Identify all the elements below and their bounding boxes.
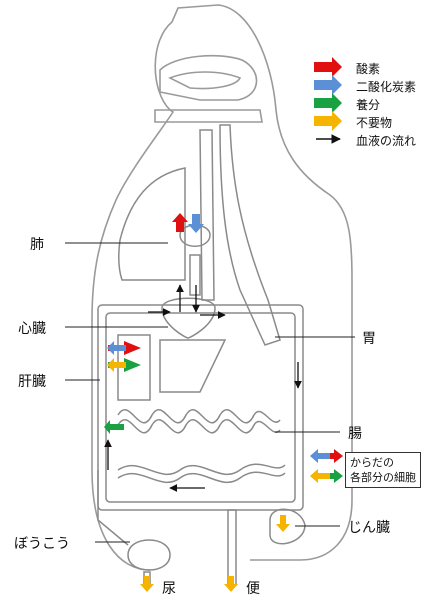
body-cells-line1: からだの <box>350 456 394 469</box>
label-bladder: ぼうこう <box>14 536 70 552</box>
label-heart: 心臓 <box>18 321 46 337</box>
legend-co2-arrow <box>314 75 342 95</box>
label-intestine: 腸 <box>348 426 362 442</box>
legend-oxygen-label: 酸素 <box>356 62 381 76</box>
legend-nutrient-label: 養分 <box>356 98 381 112</box>
digestive-tube <box>219 124 281 346</box>
label-stomach: 胃 <box>362 331 376 347</box>
label-feces: 便 <box>246 581 260 597</box>
legend-waste-label: 不要物 <box>356 116 393 130</box>
label-liver: 肝臓 <box>18 374 46 390</box>
substance-arrows <box>104 213 343 592</box>
body-cells-box: からだの 各部分の細胞 <box>345 452 421 488</box>
lung-outline <box>117 129 215 301</box>
label-lung: 肺 <box>30 237 44 253</box>
blood-flow-arrows <box>104 284 302 492</box>
body-outline <box>91 4 353 571</box>
legend-arrows <box>314 57 342 144</box>
leader-lines <box>65 242 355 543</box>
circulation-loop <box>97 297 306 586</box>
label-urine: 尿 <box>162 581 176 597</box>
legend-blood-label: 血液の流れ <box>356 134 417 148</box>
legend-nutrient-arrow <box>314 93 342 113</box>
body-cells-line2: 各部分の細胞 <box>350 471 416 484</box>
legend-waste-arrow <box>314 111 342 131</box>
label-kidney: じん臓 <box>348 520 390 536</box>
legend-co2-label: 二酸化炭素 <box>356 80 417 94</box>
legend-oxygen-arrow <box>314 57 342 77</box>
